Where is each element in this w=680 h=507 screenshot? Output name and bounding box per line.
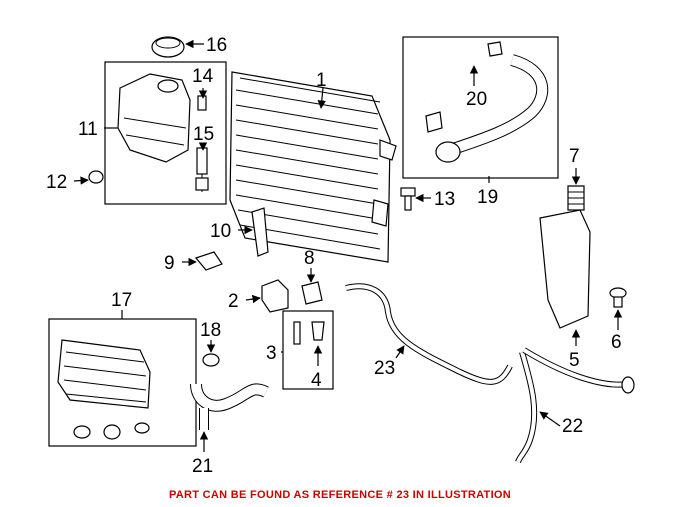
leader-2 — [245, 294, 261, 304]
level-sensor-part — [195, 147, 209, 192]
callout-17: 17 — [111, 290, 132, 311]
callout-10: 10 — [210, 221, 231, 242]
callout-2: 2 — [228, 291, 239, 312]
mount-2-part — [261, 279, 289, 313]
pipe-23-part — [345, 283, 513, 385]
callout-11: 11 — [78, 119, 98, 140]
oil-cooler-part — [57, 339, 151, 440]
callout-23: 23 — [374, 358, 395, 379]
reference-note: PART CAN BE FOUND AS REFERENCE # 23 IN I… — [168, 489, 512, 501]
sensor-18-part — [202, 353, 220, 367]
clip-9-part — [194, 251, 223, 271]
callout-9: 9 — [164, 253, 175, 274]
leader-12 — [73, 176, 89, 185]
reservoir-cap-part — [151, 36, 185, 58]
callout-15: 15 — [193, 124, 214, 145]
cap-8-part — [301, 281, 323, 305]
callout-7: 7 — [569, 146, 580, 167]
callout-12: 12 — [46, 172, 67, 193]
callout-16: 16 — [206, 35, 227, 56]
callout-18: 18 — [200, 320, 221, 341]
grommet-7-part — [567, 185, 585, 211]
callout-6: 6 — [611, 332, 622, 353]
expansion-tank-part — [117, 73, 191, 163]
radiator-part — [229, 71, 397, 263]
group-box-19 — [402, 36, 559, 179]
leader-22 — [539, 411, 561, 427]
group-box-11 — [104, 61, 227, 205]
callout-5: 5 — [569, 350, 580, 371]
bolt-13-part — [400, 187, 416, 211]
leader-1 — [317, 87, 326, 109]
pins-3-4-part — [293, 321, 325, 345]
sensor-14-part — [197, 95, 207, 111]
group-box-3 — [282, 310, 334, 390]
callout-19: 19 — [477, 187, 498, 208]
bracket-10-part — [251, 207, 269, 257]
air-duct-5-part — [539, 209, 591, 329]
callout-8: 8 — [304, 248, 315, 269]
callout-3: 3 — [266, 343, 277, 364]
callout-22: 22 — [562, 416, 583, 437]
callout-14: 14 — [192, 66, 214, 87]
callout-20: 20 — [466, 89, 487, 110]
hose-22-part — [515, 347, 635, 464]
upper-hoses-part — [425, 41, 549, 163]
bolt-6-part — [609, 287, 627, 308]
leader-23 — [395, 345, 405, 359]
callout-4: 4 — [311, 370, 322, 391]
hose-21-part — [190, 383, 269, 430]
callout-1: 1 — [316, 70, 327, 91]
callout-13: 13 — [434, 189, 455, 210]
bolt-12-part — [88, 170, 104, 184]
callout-21: 21 — [192, 456, 213, 477]
